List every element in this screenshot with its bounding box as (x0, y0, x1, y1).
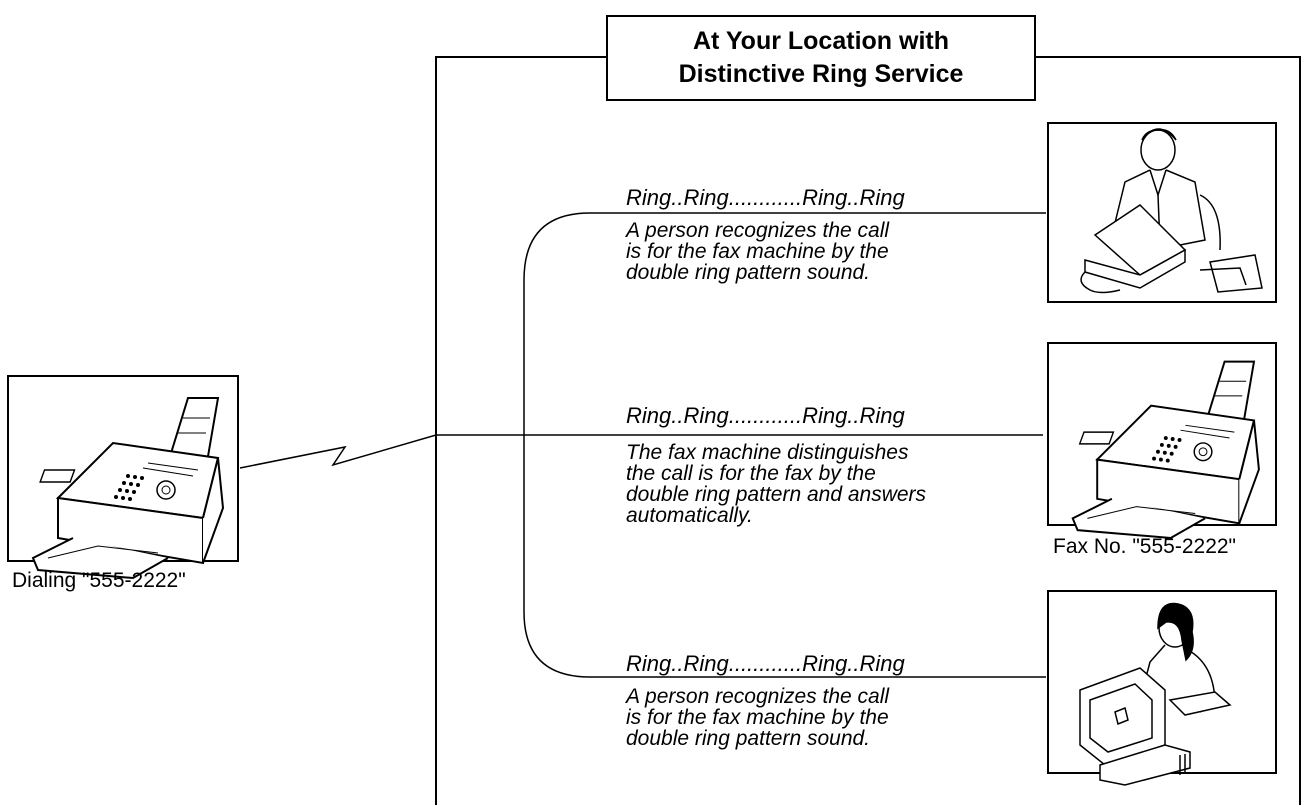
branch-1-description: A person recognizes the call is for the … (626, 219, 890, 284)
branch-3-description: A person recognizes the call is for the … (626, 685, 890, 750)
sender-caption: Dialing "555-2222" (12, 569, 186, 592)
branch-connector (523, 212, 622, 678)
branch-2-ring-pattern: Ring..Ring............Ring..Ring (626, 403, 905, 428)
location-title: At Your Location with Distinctive Ring S… (606, 15, 1036, 101)
woman-at-computer-icon (1079, 602, 1232, 786)
branch-1-ring-pattern: Ring..Ring............Ring..Ring (626, 185, 905, 210)
phone-line (239, 434, 1043, 469)
branch-3-ring-pattern: Ring..Ring............Ring..Ring (626, 651, 905, 676)
branch-2-description: The fax machine distinguishes the call i… (626, 441, 927, 527)
man-at-laptop-icon (1080, 128, 1263, 294)
recipient-fax-caption: Fax No. "555-2222" (1053, 535, 1237, 558)
title-line-2: Distinctive Ring Service (678, 60, 964, 88)
title-line-1: At Your Location with (692, 27, 949, 55)
location-box-border-right (1036, 56, 1301, 805)
location-box-border (435, 56, 606, 805)
